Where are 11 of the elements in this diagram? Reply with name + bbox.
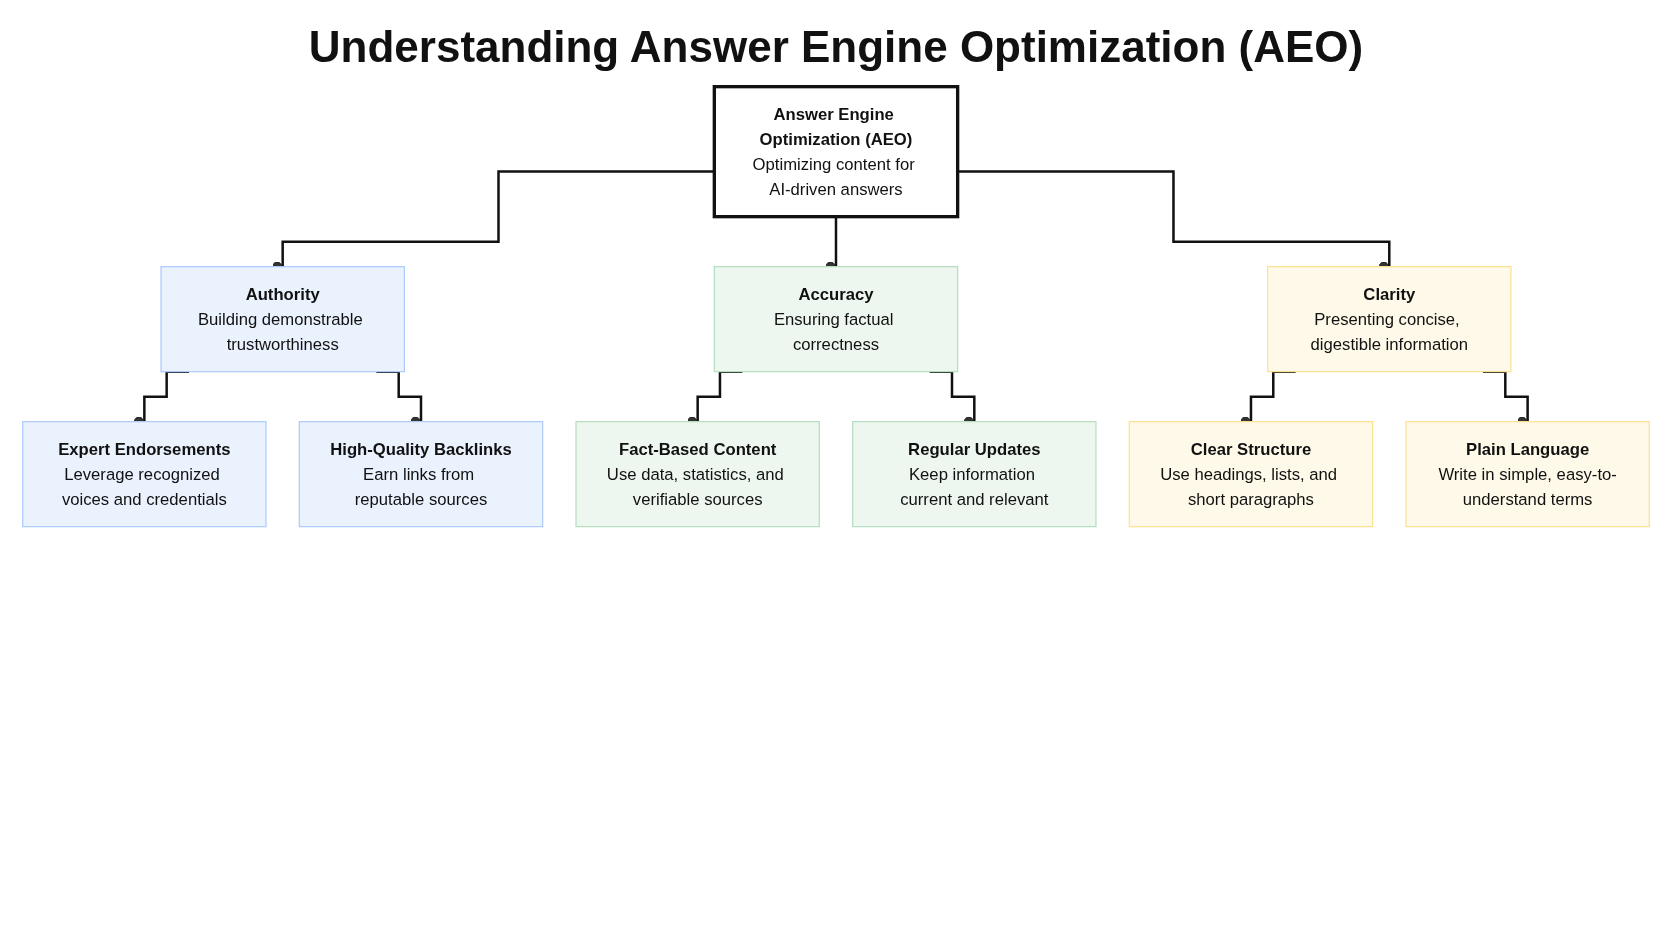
node-box: Plain Language Write in simple, easy-to-understand terms xyxy=(1405,421,1650,528)
diagram-title: Understanding Answer Engine Optimization (AEO) xyxy=(308,22,1364,72)
node-box: Clarity Presenting concise, digestible information xyxy=(1267,266,1512,373)
node-box: Fact-Based Content Use data, statistics, and verifiable sources xyxy=(575,421,820,528)
node-box: Answer Engine Optimization (AEO) Optimizing content for AI-driven answers xyxy=(712,85,960,219)
node-box: High-Quality Backlinks Earn links from reputable sources xyxy=(298,421,544,528)
node-box: Clear Structure Use headings, lists, and short paragraphs xyxy=(1128,421,1374,528)
node-box: Accuracy Ensuring factual correctness xyxy=(713,266,959,373)
node-box: Authority Building demonstrable trustworthiness xyxy=(160,266,405,373)
node-box: Expert Endorsements Leverage recognized voices and credentials xyxy=(22,421,267,528)
node-box: Regular Updates Keep information current and relevant xyxy=(852,421,1097,528)
